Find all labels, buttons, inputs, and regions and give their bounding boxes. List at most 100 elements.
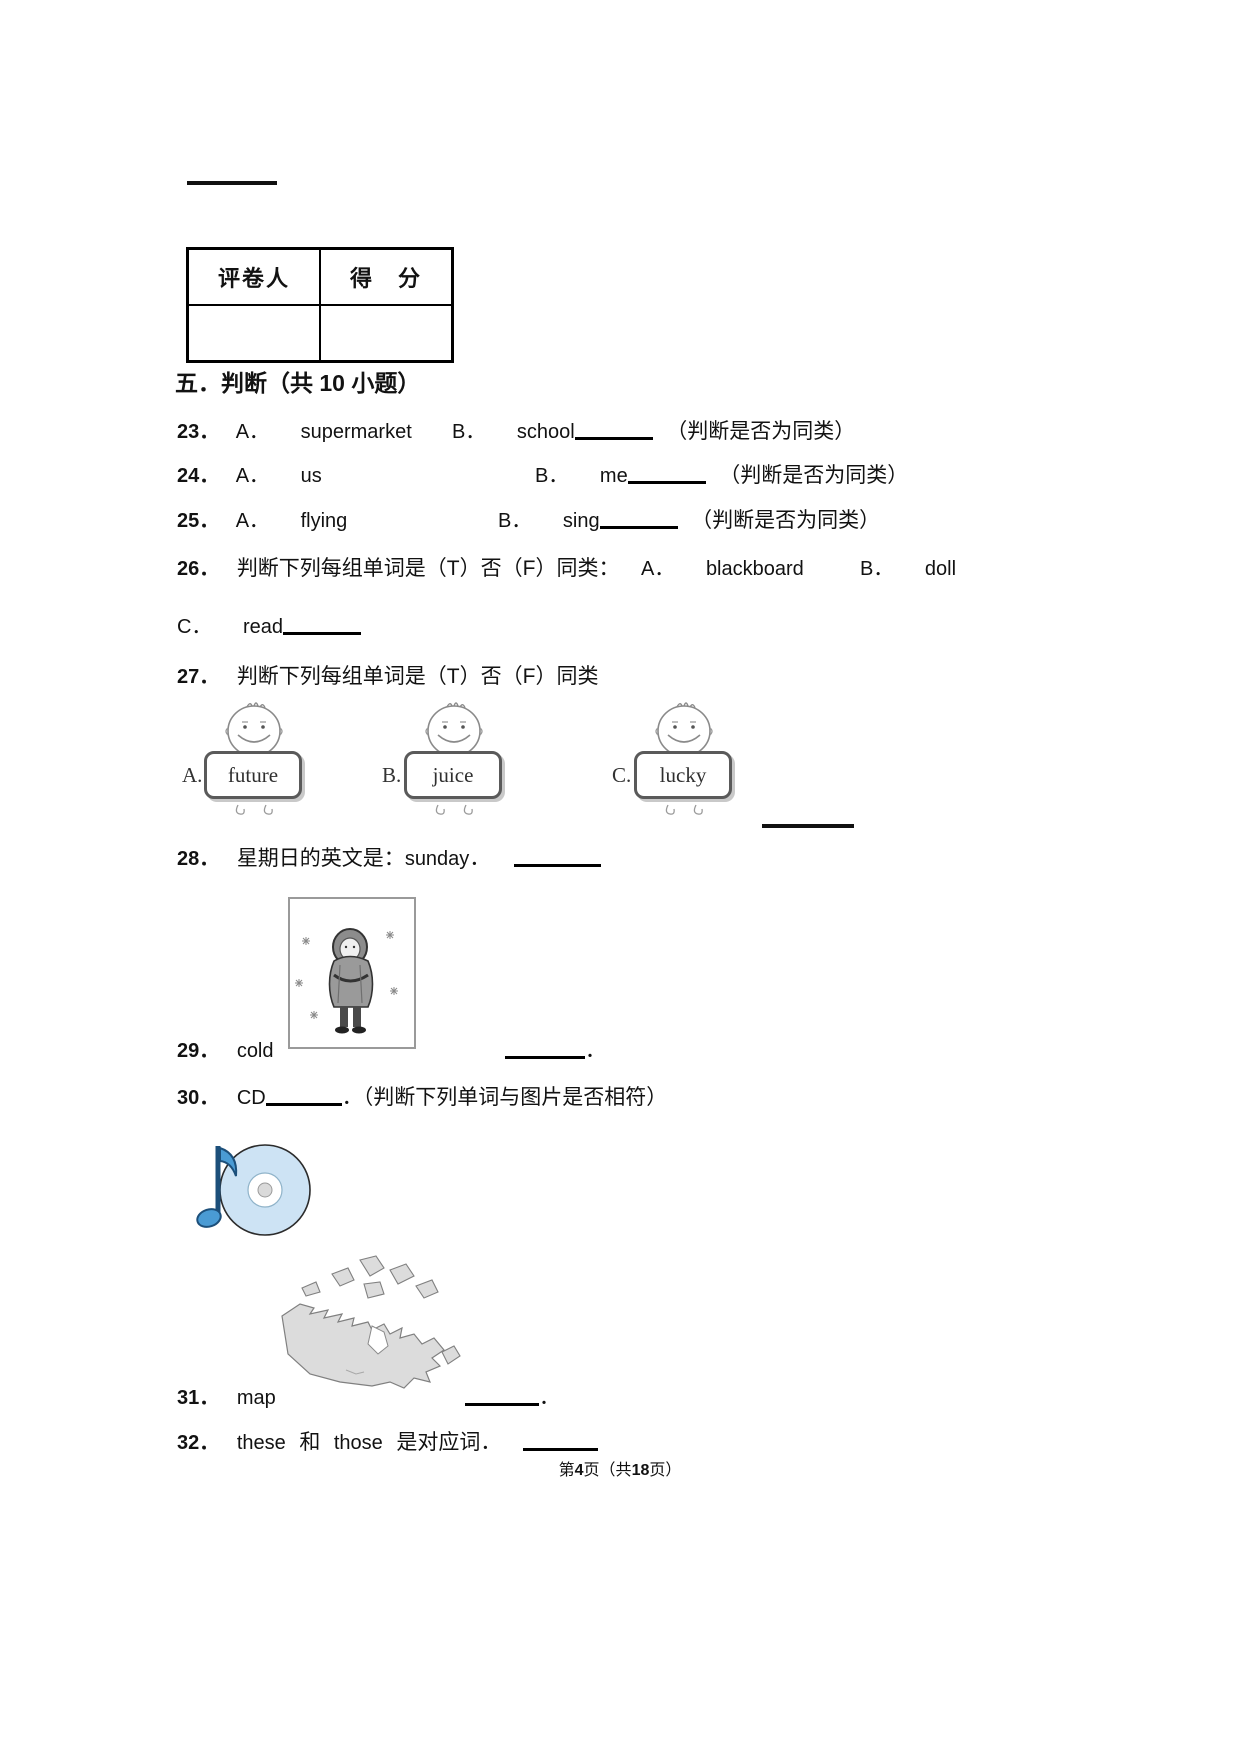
statement-word: sunday xyxy=(404,848,470,870)
kid-option-label: A. xyxy=(182,762,203,787)
kid-face-icon xyxy=(655,702,713,757)
option-a-label: A． xyxy=(235,510,270,532)
statement-word: map xyxy=(236,1387,276,1409)
question-31: 31． map ． xyxy=(177,1383,560,1413)
answer-blank xyxy=(187,181,277,185)
question-instruction: ．（判断下列单词与图片是否相符） xyxy=(341,1086,668,1109)
option-c-word: read xyxy=(243,616,284,638)
answer-blank xyxy=(627,465,706,484)
question-29: 29． cold ． xyxy=(177,1036,606,1066)
question-instruction: （判断是否为同类） xyxy=(666,420,856,443)
question-number: 31． xyxy=(177,1387,220,1409)
answer-blank xyxy=(599,510,678,529)
question-28: 28． 星期日的英文是：sunday． xyxy=(177,844,601,874)
option-c-label: C． xyxy=(177,616,212,638)
period: ． xyxy=(539,1386,560,1409)
option-b-word: doll xyxy=(924,558,957,580)
conjunction: 和 xyxy=(299,1431,321,1454)
option-b-word: sing xyxy=(562,510,600,532)
footer-text: 第4页（共18页） xyxy=(558,1462,682,1479)
option-b-label: B． xyxy=(860,558,894,580)
grader-score-table: 评卷人 得 分 xyxy=(186,247,454,363)
question-instruction: （判断是否为同类） xyxy=(691,509,881,532)
option-b-label: B． xyxy=(452,421,486,443)
kid-feet-icon xyxy=(235,804,273,815)
kid-face-icon xyxy=(225,702,283,757)
question-number: 26． xyxy=(177,558,220,580)
cd-with-music-note-illustration xyxy=(196,1144,311,1236)
page-number: 4 xyxy=(574,1462,584,1479)
kid-feet-icon xyxy=(435,804,473,815)
answer-blank xyxy=(762,824,854,828)
period: ． xyxy=(469,847,491,870)
statement-word-those: those xyxy=(333,1432,383,1454)
score-empty-cell xyxy=(319,304,454,363)
question-24: 24． A． us B． me （判断是否为同类） xyxy=(177,461,908,491)
question-number: 27． xyxy=(177,666,220,688)
sign-word: juice xyxy=(432,762,474,787)
question-stem: 判断下列每组单词是（T）否（F）同类： xyxy=(236,557,620,580)
sign-word: future xyxy=(227,762,279,787)
cold-person-icon xyxy=(295,928,398,1034)
word-sign: lucky xyxy=(634,751,732,799)
grader-empty-cell xyxy=(186,304,321,363)
answer-blank xyxy=(522,1432,598,1451)
question-26-continued: C． read xyxy=(177,612,362,642)
word-sign: juice xyxy=(404,751,502,799)
question-number: 32． xyxy=(177,1432,220,1454)
answer-blank xyxy=(265,1087,342,1106)
option-b-label: B． xyxy=(498,510,532,532)
option-b-word: me xyxy=(599,465,628,487)
answer-blank xyxy=(513,848,601,867)
kid-face-icon xyxy=(425,702,483,757)
period: ． xyxy=(585,1039,606,1062)
statement-word: CD xyxy=(236,1087,266,1109)
question-27: 27． 判断下列每组单词是（T）否（F）同类 xyxy=(177,662,598,692)
option-a-word: blackboard xyxy=(705,558,804,580)
question-26: 26． 判断下列每组单词是（T）否（F）同类： A． blackboard B．… xyxy=(177,554,956,584)
page-footer: 第4页（共18页） xyxy=(0,1456,1240,1480)
question-number: 29． xyxy=(177,1040,220,1062)
option-a-label: A． xyxy=(235,421,270,443)
grader-header-cell: 评卷人 xyxy=(186,247,321,306)
question-number: 30． xyxy=(177,1087,220,1109)
answer-blank xyxy=(505,1040,585,1059)
kid-with-sign-illustration: C. lucky xyxy=(612,700,762,817)
question-number: 28． xyxy=(177,848,220,870)
question-instruction: （判断是否为同类） xyxy=(719,464,909,487)
statement-tail: 是对应词． xyxy=(396,1431,502,1454)
question-number: 23． xyxy=(177,421,220,443)
option-a-label: A． xyxy=(235,465,270,487)
answer-blank xyxy=(283,616,362,635)
answer-blank xyxy=(465,1387,539,1406)
question-32: 32． these 和 those 是对应词． xyxy=(177,1428,598,1458)
option-a-word: flying xyxy=(300,510,348,532)
question-stem: 星期日的英文是： xyxy=(236,847,405,870)
shivering-cold-person-illustration xyxy=(288,897,416,1049)
question-number: 25． xyxy=(177,510,220,532)
statement-word-these: these xyxy=(236,1432,286,1454)
question-stem: 判断下列每组单词是（T）否（F）同类 xyxy=(236,665,599,688)
kid-option-label: B. xyxy=(382,762,402,787)
option-b-word: school xyxy=(516,421,575,443)
question-25: 25． A． flying B． sing （判断是否为同类） xyxy=(177,506,880,536)
total-pages: 18 xyxy=(631,1462,650,1479)
score-header-cell: 得 分 xyxy=(319,247,454,306)
option-a-word: supermarket xyxy=(300,421,412,443)
question-30: 30． CD ．（判断下列单词与图片是否相符） xyxy=(177,1083,667,1113)
option-a-label: A． xyxy=(641,558,675,580)
option-a-word: us xyxy=(300,465,322,487)
section-title: 五．判断（共 10 小题） xyxy=(175,370,421,396)
word-sign: future xyxy=(204,751,302,799)
kid-feet-icon xyxy=(665,804,703,815)
answer-blank xyxy=(574,421,653,440)
statement-word: cold xyxy=(236,1040,274,1062)
map-of-canada-illustration xyxy=(281,1255,461,1389)
option-b-label: B． xyxy=(535,465,569,487)
sign-word: lucky xyxy=(659,762,707,787)
kid-option-label: C. xyxy=(612,762,632,787)
question-23: 23． A． supermarket B． school （判断是否为同类） xyxy=(177,417,855,447)
kid-with-sign-illustration: A. future xyxy=(182,700,332,817)
question-number: 24． xyxy=(177,465,220,487)
